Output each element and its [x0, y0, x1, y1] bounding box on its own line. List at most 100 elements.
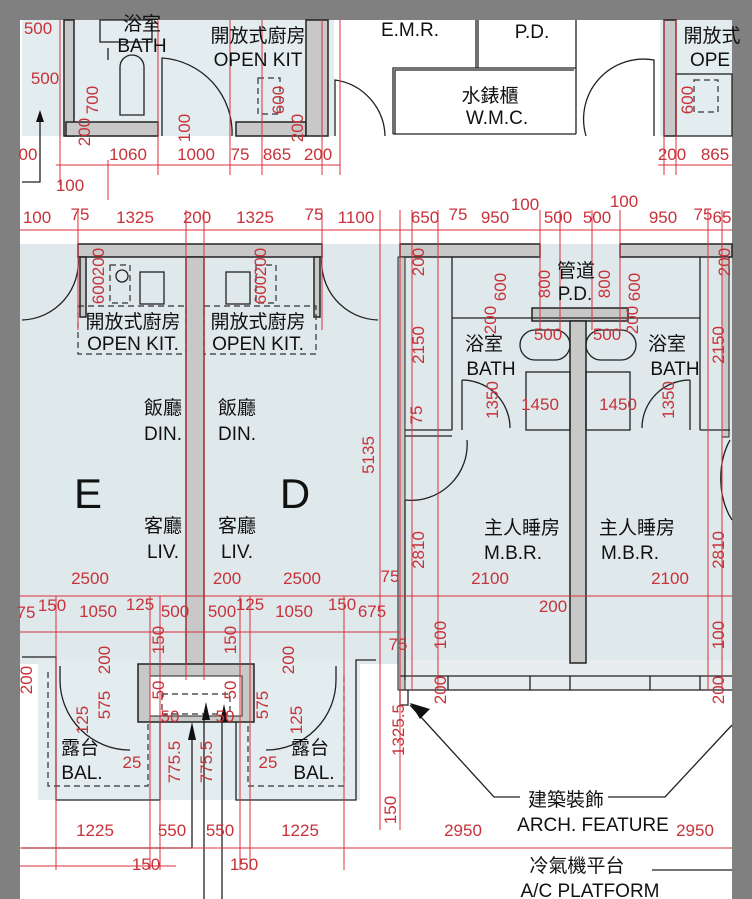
dimension-label: 1325: [116, 208, 154, 227]
dimension-label: 775.5: [165, 741, 184, 784]
unit-label-d: D: [280, 470, 310, 517]
dimension-label: 200: [709, 676, 728, 704]
room-label: OPE: [690, 50, 730, 71]
dimension-label: 500: [161, 602, 189, 621]
room-label: OPEN KIT.: [212, 334, 304, 355]
room-label: 開放式: [683, 25, 740, 47]
dimension-label: 1350: [483, 381, 502, 419]
dimension-label: 2150: [709, 326, 728, 364]
annotations: 建築裝飾 ARCH. FEATURE 冷氣機平台 A/C PLATFORM: [517, 789, 669, 899]
dimension-label: 200: [431, 676, 450, 704]
dimension-label: 50: [216, 707, 235, 726]
dimension-label: 50: [161, 707, 180, 726]
dimension-label: 75: [694, 205, 713, 224]
room-label: 水錶櫃: [461, 85, 518, 107]
arch-feature-label-zh: 建築裝飾: [528, 789, 604, 811]
room-label: 露台: [61, 737, 99, 759]
dimension-label: 200: [17, 666, 36, 694]
dimension-label: 1050: [79, 602, 117, 621]
dimension-label: 200: [623, 306, 642, 334]
dimension-label: 600: [491, 273, 510, 301]
room-label: 主人睡房: [599, 517, 675, 539]
dimension-label: 125: [287, 706, 306, 734]
dimension-label: 2950: [676, 821, 714, 840]
dimension-label: 1450: [599, 395, 637, 414]
dimension-label: 125: [236, 595, 264, 614]
dimension-label: 1050: [275, 602, 313, 621]
dimension-label: 1350: [659, 381, 678, 419]
dimension-label: 950: [481, 208, 509, 227]
dimension-label: 75: [305, 205, 324, 224]
dimension-label: 500: [544, 208, 572, 227]
room-label: DIN.: [218, 424, 256, 445]
dimension-label: 500: [593, 325, 621, 344]
dimension-label: 75: [17, 603, 36, 622]
room-label: LIV.: [147, 542, 179, 563]
room-label: BATH: [117, 36, 166, 57]
dimension-label: 150: [381, 796, 400, 824]
dimension-label: 75: [71, 205, 90, 224]
dimension-label: 150: [328, 595, 356, 614]
dimension-label: 100: [431, 621, 450, 649]
room-label: W.M.C.: [466, 108, 528, 129]
dimension-label: 500: [208, 602, 236, 621]
dimension-label: 650: [411, 208, 439, 227]
dimension-label: 200: [539, 597, 567, 616]
ac-platform-label-zh: 冷氣機平台: [529, 855, 624, 877]
room-label: 客廳: [144, 515, 182, 537]
dimension-label: 200: [95, 646, 114, 674]
dimension-label: 50: [149, 681, 168, 700]
room-label: 開放式廚房: [85, 310, 180, 333]
dimension-label: 75: [449, 205, 468, 224]
room-label: 露台: [291, 737, 329, 759]
room-label: P.D.: [515, 22, 550, 43]
dimension-label: 2810: [709, 531, 728, 569]
dimension-label: 200: [279, 646, 298, 674]
dimension-label: 775.5: [197, 741, 216, 784]
dimension-label: 865: [263, 145, 291, 164]
dimension-label: 50: [221, 681, 240, 700]
top-units: [22, 19, 733, 183]
dimension-label: 1325: [236, 208, 274, 227]
dimension-label: 100: [709, 621, 728, 649]
dimension-label: 1225: [76, 821, 114, 840]
dimension-label: 1000: [177, 145, 215, 164]
room-label: BAL.: [293, 763, 334, 784]
dimension-label: 800: [535, 270, 554, 298]
room-label: 主人睡房: [484, 517, 560, 539]
dimension-label: 600: [251, 276, 270, 304]
dimension-label: 5135: [359, 436, 378, 474]
dimension-label: 200: [304, 145, 332, 164]
dimension-label: 1060: [109, 145, 147, 164]
dimension-label: 2150: [409, 326, 428, 364]
dimension-label: 100: [511, 195, 539, 214]
dimension-label: 200: [251, 248, 270, 276]
room-label: 管道: [557, 260, 595, 282]
dimension-label: 100: [56, 176, 84, 195]
dimension-label: 100: [23, 208, 51, 227]
dimension-label: 75: [389, 635, 408, 654]
dimension-label: 200: [89, 248, 108, 276]
dimension-label: 2950: [444, 821, 482, 840]
room-label: 浴室: [123, 13, 161, 35]
dimension-label: 125: [126, 595, 154, 614]
ac-platform-label-en: A/C PLATFORM: [521, 881, 660, 899]
dimension-label: 550: [206, 821, 234, 840]
dimension-label: 1450: [521, 395, 559, 414]
dimension-label: 200: [213, 569, 241, 588]
dimension-label: 500: [31, 69, 59, 88]
dimension-label: 200: [658, 145, 686, 164]
room-label: BAL.: [61, 763, 102, 784]
room-label: M.B.R.: [484, 543, 542, 564]
dimension-label: 575: [253, 691, 272, 719]
arch-feature-label-en: ARCH. FEATURE: [517, 815, 669, 836]
room-label: E.M.R.: [381, 20, 439, 41]
room-label: 開放式廚房: [210, 24, 305, 47]
dimension-label: 500: [24, 19, 52, 38]
dimension-label: 00: [19, 145, 38, 164]
dimension-label: 200: [409, 248, 428, 276]
room-label: OPEN KIT: [214, 50, 303, 71]
